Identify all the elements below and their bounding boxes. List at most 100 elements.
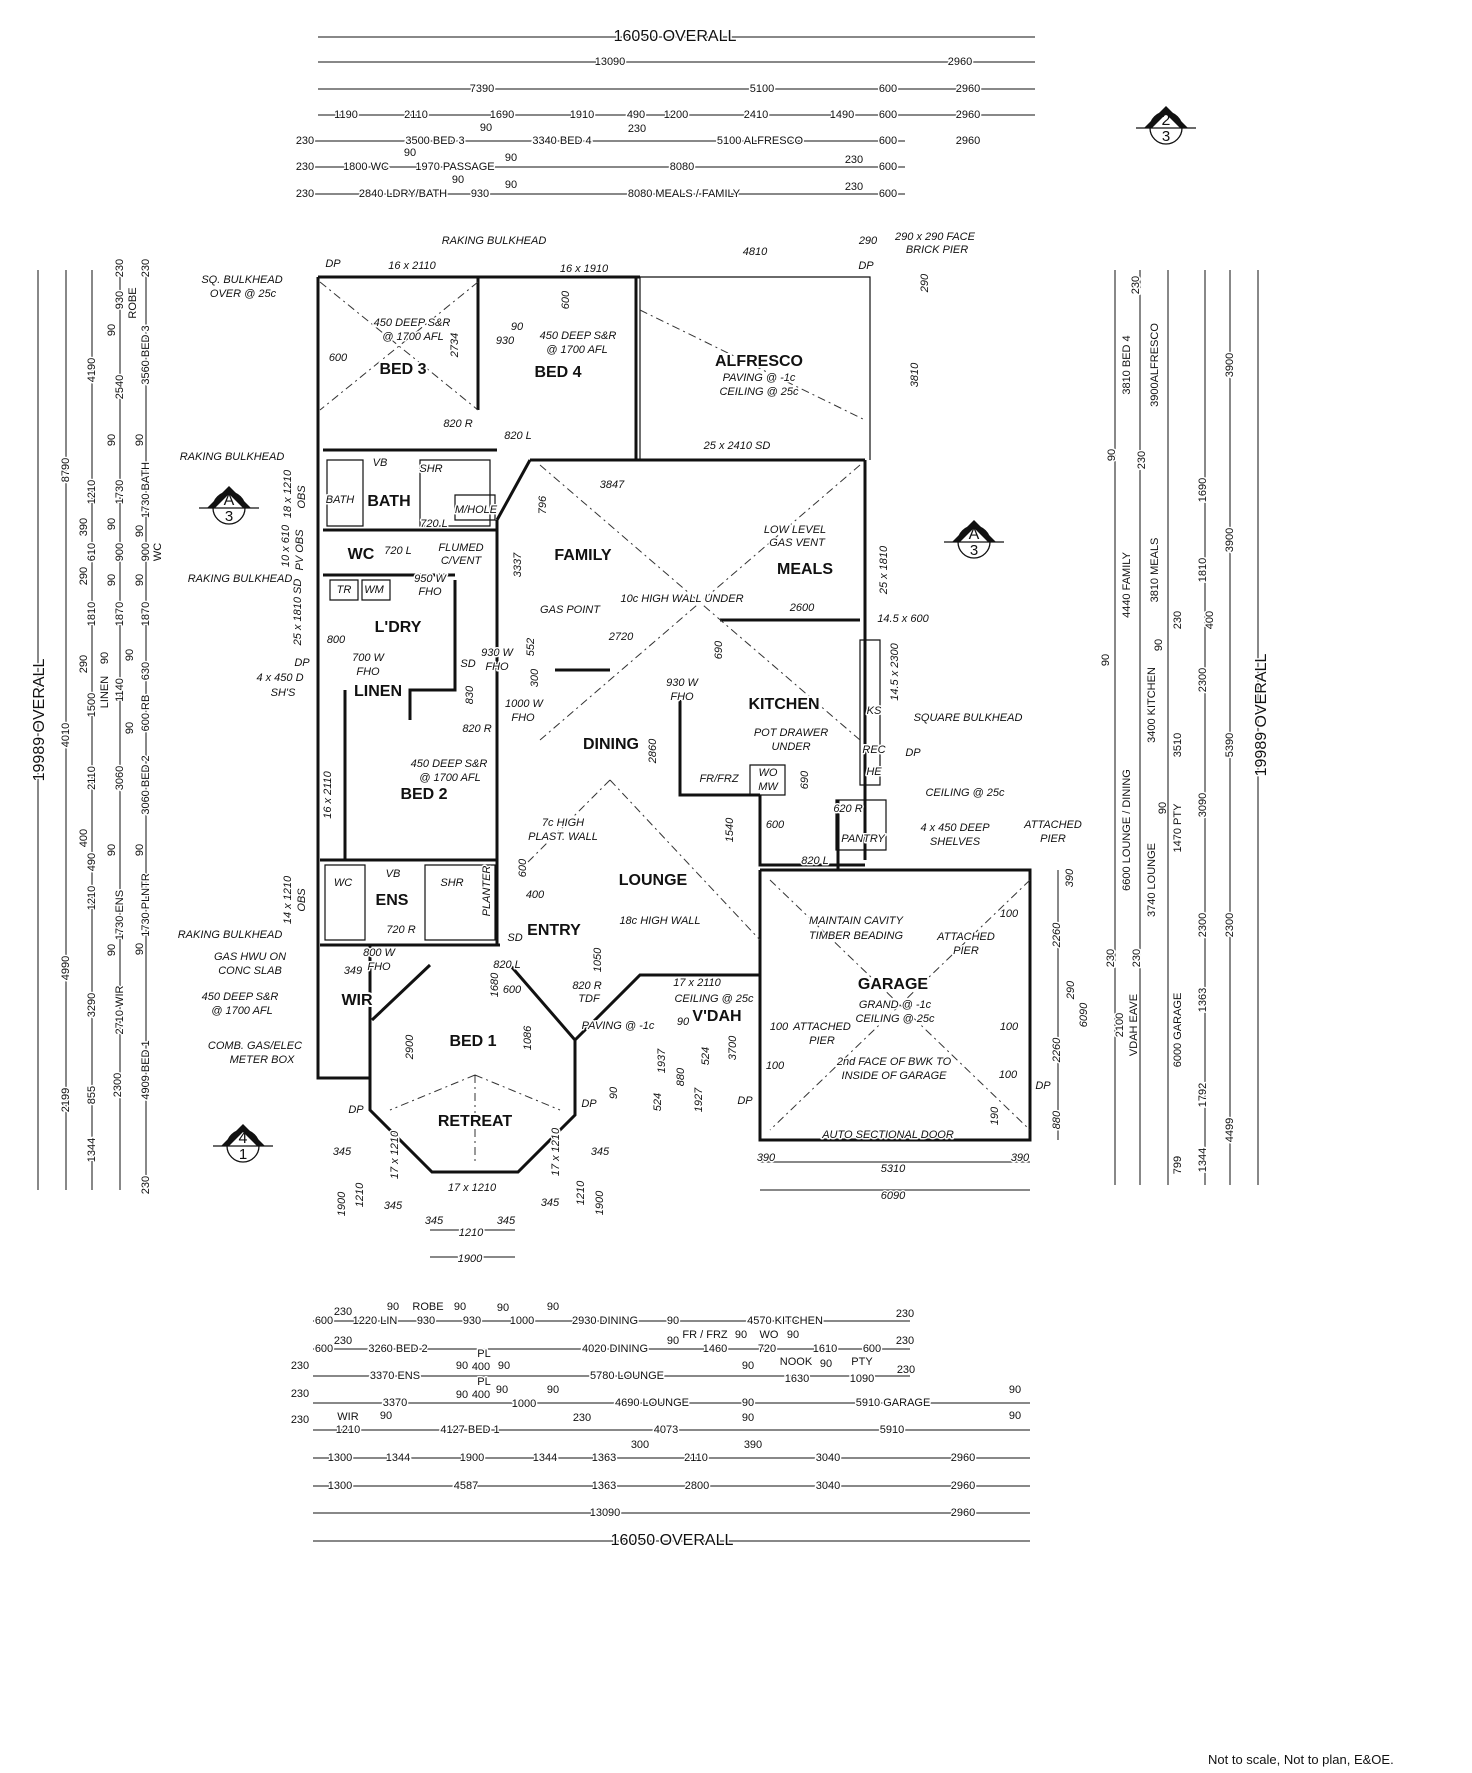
dimension-label: 90 [505,179,517,191]
dimension-label: 3060 [114,766,126,790]
dimension-label: 230 [296,135,314,147]
dimension-label: 90 [480,122,492,134]
dimension-label: 1363 [592,1480,616,1492]
annotation: SHELVES [930,836,981,848]
dimension-label: 90 [387,1301,399,1313]
dimension-label: 300 [631,1439,649,1451]
annotation: 14.5 x 2300 [889,642,901,700]
dimension-label: 5100 ALFRESCO [717,135,804,147]
dimension-label: 90 [667,1315,679,1327]
annotation: POT DRAWER [754,727,828,739]
room-label: KITCHEN [748,696,819,713]
annotation: 880 [1051,1110,1063,1129]
annotation: 345 [497,1215,516,1227]
dimension-label: 13090 [595,56,626,68]
annotation: BATH [326,494,355,506]
annotation: OVER @ 25c [210,288,277,300]
dimension-label: 1610 [813,1343,837,1355]
annotation: 1050 [592,947,604,972]
dimension-label: 1810 [1197,558,1209,582]
dimension-label: PL [477,1376,490,1388]
dimension-label: 1870 [140,602,152,626]
annotation: 2nd FACE OF BWK TO [836,1056,952,1068]
dimension-label: 1190 [334,109,358,121]
dimension-label: 3510 [1172,733,1184,757]
dimension-label: WC [152,543,164,561]
annotation: 524 [700,1047,712,1065]
dimension-label: 230 [896,1335,914,1347]
dimension-label: 230 [296,188,314,200]
annotation: 7c HIGH [542,817,584,829]
dimension-label: PL [477,1348,490,1360]
dimension-label: 855 [86,1086,98,1104]
dimension-label: 13090 [590,1507,621,1519]
dimension-label: 230 [573,1412,591,1424]
dimension-label: 2960 [951,1480,975,1492]
dimension-label: 3060 BED 2 [140,755,152,814]
dimension-label: 1344 [86,1138,98,1162]
annotation: GAS HWU ON [214,951,286,963]
annotation: DP [348,1104,364,1116]
dimension-label: 290 [78,567,90,585]
annotation: GRAND @ -1c [859,999,932,1011]
annotation: FHO [367,961,391,973]
dimension-label: LINEN [99,676,111,708]
dimension-label: 3260 BED 2 [368,1343,427,1355]
annotation: FR/FRZ [699,773,739,785]
dimension-label: 3500 BED 3 [405,135,464,147]
annotation: 690 [713,640,725,659]
annotation: KS [867,705,882,717]
room-label: V'DAH [692,1008,741,1025]
annotation: 14.5 x 600 [877,613,929,625]
dimension-label: 5390 [1224,733,1236,757]
dimension-label: 90 [742,1360,754,1372]
annotation: 600 [766,819,785,831]
room-label: ALFRESCO [715,353,803,370]
annotation: 345 [541,1197,560,1209]
dimension-label: 3370 [383,1397,407,1409]
dimension-label: 19989 OVERALL [31,659,48,782]
annotation: 5310 [881,1163,906,1175]
dimension-label: 90 [497,1302,509,1314]
dimension-label: 3740 LOUNGE [1146,843,1158,917]
section-marker-top: 4 [239,1130,248,1147]
room-label: DINING [583,736,639,753]
annotation: 345 [384,1200,403,1212]
dimension-label: 490 [627,109,645,121]
annotation: @ 1700 AFL [419,772,481,784]
annotation: PLANTER [481,866,493,917]
annotation: 1210 [459,1227,484,1239]
dimension-label: 1210 [336,1424,360,1436]
dimension-label: 400 [78,829,90,847]
annotation: DP [325,258,341,270]
dimension-label: 230 [114,259,126,277]
annotation: 345 [333,1146,352,1158]
annotation: 1937 [656,1048,668,1073]
annotation: 1210 [354,1182,366,1207]
room-label: L'DRY [375,619,422,636]
dimension-label: 4440 FAMILY [1121,551,1133,617]
dimension-label: 2930 DINING [572,1315,638,1327]
dimension-label: 930 [114,291,126,309]
annotation: 16 x 1910 [560,263,609,275]
dimension-label: 600 [879,188,897,200]
dimension-label: 90 [380,1410,392,1422]
dimension-label: 4190 [86,358,98,382]
annotation: 2720 [608,631,634,643]
dimension-label: 1810 [86,602,98,626]
annotation: 4 x 450 D [256,672,303,684]
annotation: SQUARE BULKHEAD [914,712,1023,724]
dimension-label: 2199 [60,1088,72,1112]
annotation: 930 W [481,647,514,659]
dimension-label: 230 [140,1176,152,1194]
annotation: DP [905,747,921,759]
dimension-label: 2800 [685,1480,709,1492]
annotation: 1900 [458,1253,483,1265]
dimension-label: 4499 [1224,1118,1236,1142]
dimension-label: PTY [851,1356,873,1368]
annotation: 450 DEEP S&R [202,991,279,1003]
dimension-label: 3040 [816,1452,840,1464]
dimension-label: 3560 BED 3 [140,325,152,384]
dimension-label: 90 [99,652,111,664]
